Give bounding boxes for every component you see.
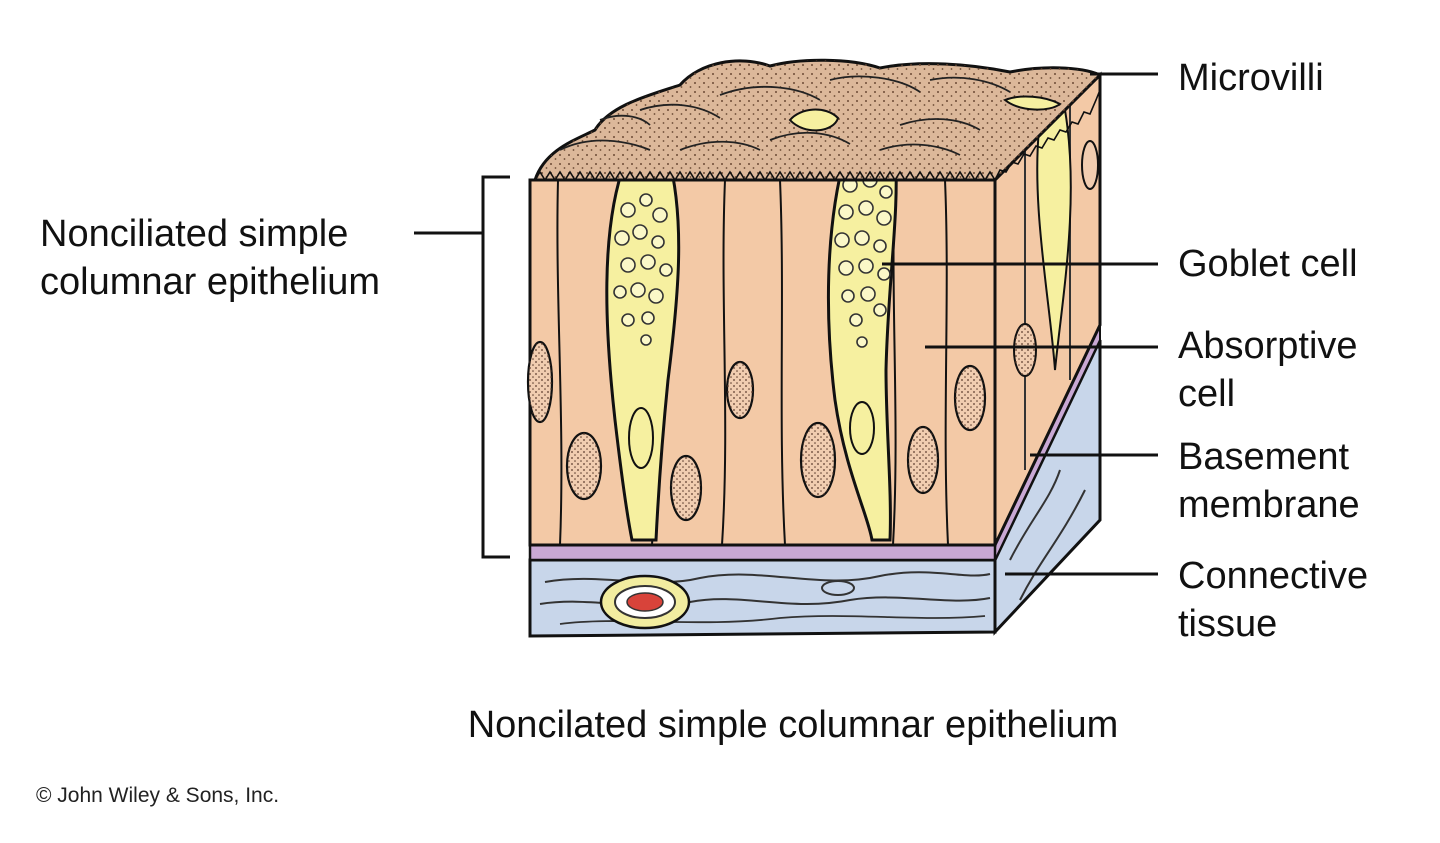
block-side-face: [993, 71, 1102, 636]
copyright-notice: © John Wiley & Sons, Inc.: [36, 784, 280, 807]
label-microvilli: Microvilli: [1178, 57, 1324, 99]
label-connective-line1: Connective: [1178, 555, 1369, 597]
label-basement-line1: Basement: [1178, 436, 1350, 478]
label-absorptive-line2: cell: [1178, 373, 1236, 415]
apical-surface: [532, 58, 1103, 182]
annotation-lines: [414, 72, 1158, 576]
left-label-line2: columnar epithelium: [40, 261, 381, 303]
label-absorptive-line1: Absorptive: [1178, 325, 1358, 367]
label-connective-tissue: Connective tissue: [1178, 552, 1368, 648]
connective-tissue-block: [528, 558, 997, 638]
nuclei: [526, 340, 987, 522]
epithelium-bracket: [481, 175, 510, 559]
label-basement-membrane: Basement membrane: [1178, 433, 1360, 529]
figure-caption: Noncilated simple columnar epithelium: [467, 704, 1119, 746]
label-goblet-cell: Goblet cell: [1178, 243, 1358, 285]
label-absorptive-cell: Absorptive cell: [1178, 322, 1358, 418]
label-basement-line2: membrane: [1178, 484, 1360, 526]
label-connective-line2: tissue: [1178, 603, 1278, 645]
goblet-cells: [605, 141, 907, 542]
blood-vessel: [599, 574, 691, 630]
left-label-line1: Nonciliated simple: [40, 213, 349, 255]
left-label: Nonciliated simple columnar epithelium: [40, 210, 380, 306]
